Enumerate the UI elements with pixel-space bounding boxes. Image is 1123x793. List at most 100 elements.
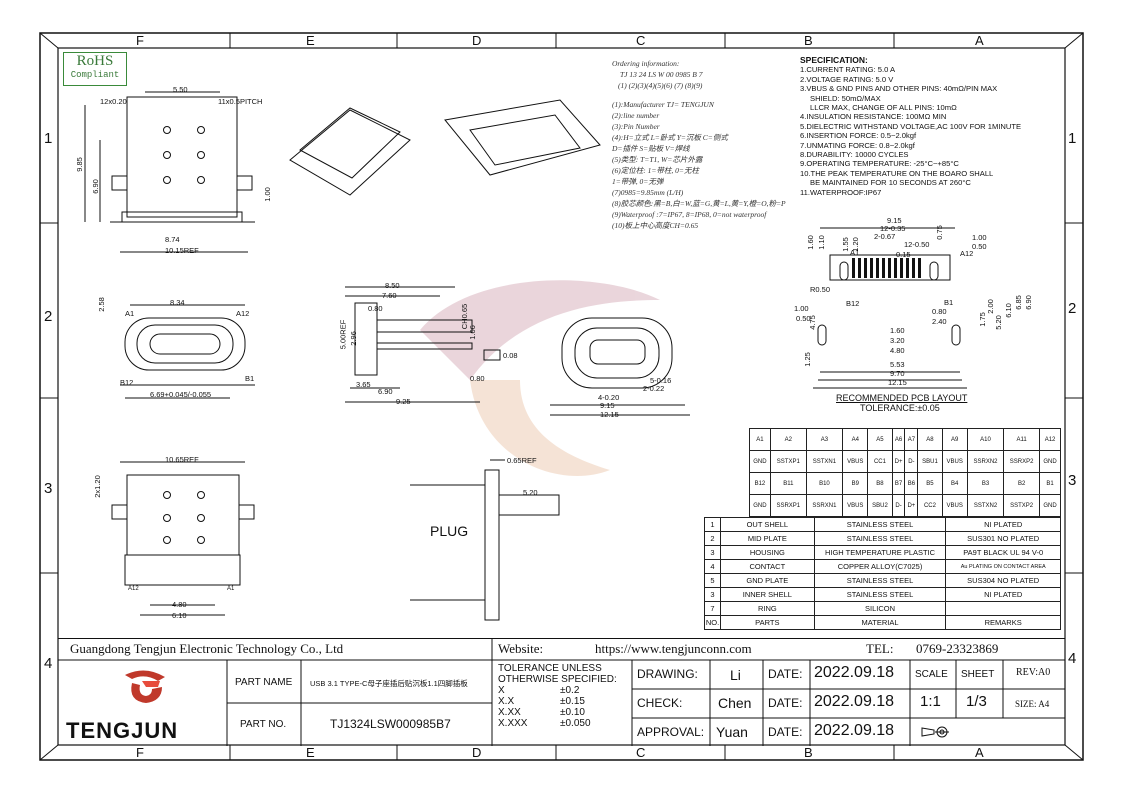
pcb-dim: 0.15	[896, 250, 911, 259]
spec-line: 9.OPERATING TEMPERATURE: -25°C~+85°C	[800, 159, 959, 169]
tolerance-block: TOLERANCE UNLESS OTHERWISE SPECIFIED: X±…	[498, 663, 628, 729]
pinout-cell: CC2	[917, 494, 943, 517]
bom-cell: CONTACT	[719, 559, 815, 574]
ordering-note: 1=带弹, 0=无弹	[612, 177, 664, 186]
pinout-cell: SSTXN1	[805, 450, 844, 473]
dim-label: 11x0.5PITCH	[218, 97, 263, 106]
pinout-cell: SSRXN2	[966, 450, 1005, 473]
pinout-cell: VBUS	[941, 494, 968, 517]
ordering-note: (7)0985=9.85mm (L/H)	[612, 188, 684, 197]
pcb-dim: 2.00	[985, 299, 995, 314]
drawing-label: DRAWING:	[637, 667, 698, 681]
zone-left-1: 1	[44, 130, 53, 147]
pcb-dim: 1.75	[977, 312, 987, 327]
spec-line: 8.DURABILITY: 10000 CYCLES	[800, 150, 909, 160]
dim-label: 6.69+0.045/-0.055	[150, 390, 212, 399]
check-label: CHECK:	[637, 696, 683, 710]
bom-cell: OUT SHELL	[719, 517, 815, 532]
bom-cell	[945, 601, 1061, 616]
pcb-dim: 6.90	[1023, 295, 1033, 310]
zone-right-1: 1	[1068, 130, 1077, 147]
paper-size: SIZE: A4	[1015, 699, 1050, 709]
dim-label: 0.80	[470, 374, 485, 383]
bom-cell: 3	[704, 587, 721, 602]
ordering-note: (3):Pin Number	[612, 122, 660, 131]
tel-number: 0769-23323869	[916, 641, 999, 656]
pinout-cell: CC1	[867, 450, 893, 473]
pcb-dim: 2-0.67	[874, 232, 896, 241]
pinout-cell: A12	[1039, 428, 1061, 451]
approval-date: 2022.09.18	[814, 722, 895, 739]
dim-label: 0.80	[368, 304, 383, 313]
pcb-dim: 3.20	[890, 336, 905, 345]
pinout-cell: VBUS	[842, 450, 869, 473]
pinout-cell: VBUS	[941, 450, 968, 473]
zone-top-c: C	[636, 33, 646, 48]
part-name-label: PART NAME	[235, 677, 293, 688]
rohs-badge: RoHS Compliant	[63, 52, 127, 86]
dim-label: 10.15REF	[165, 246, 199, 255]
tengjun-logo-icon	[125, 670, 165, 703]
bom-cell: MID PLATE	[719, 531, 815, 546]
bom-cell: SUS304 NO PLATED	[945, 573, 1061, 588]
pinout-cell: D+	[904, 494, 919, 517]
ordering-note: (1):Manufacturer TJ= TENGJUN	[612, 100, 714, 109]
zone-top-a: A	[975, 33, 984, 48]
pin-label: B1	[245, 374, 255, 383]
spec-line: 4.INSULATION RESISTANCE: 100MΩ MIN	[800, 112, 947, 122]
spec-line: 3.VBUS & GND PINS AND OTHER PINS: 40mΩ/P…	[800, 84, 998, 94]
dim-label: 2.96	[348, 331, 358, 346]
tel-label: TEL:	[866, 641, 894, 656]
pcb-dim: 1.10	[816, 235, 826, 250]
website-link[interactable]: https://www.tengjunconn.com	[595, 641, 752, 656]
rohs-title: RoHS	[76, 53, 114, 69]
zone-top-d: D	[472, 33, 482, 48]
zone-top-b: B	[804, 33, 813, 48]
part-no-label: PART NO.	[240, 719, 287, 730]
top-view-body	[126, 96, 238, 218]
sheet-value: 1/3	[966, 693, 987, 710]
zone-bottom-d: D	[472, 745, 482, 760]
pcb-dim: 9.70	[890, 369, 905, 378]
pinout-cell: B8	[867, 472, 893, 495]
dim-label: 6.90	[90, 179, 100, 194]
pinout-cell: B2	[1003, 472, 1041, 495]
pcb-dim: 1.20	[850, 237, 860, 252]
pcb-dim: 5.20	[993, 315, 1003, 330]
pinout-cell: B10	[805, 472, 844, 495]
bom-cell: NI PLATED	[945, 517, 1061, 532]
zone-bottom-c: C	[636, 745, 646, 760]
pinout-cell: A1	[749, 428, 771, 451]
ordering-note: (10)板上中心高度CH=0.65	[612, 221, 699, 230]
pinout-cell: A6	[891, 428, 906, 451]
dim-label: 6.10	[172, 611, 187, 620]
zone-bottom-a: A	[975, 745, 984, 760]
pinout-cell: B12	[749, 472, 771, 495]
ordering-note: (6)定位柱: 1=带柱, 0=无柱	[612, 166, 699, 175]
projection-symbol-icon	[921, 726, 949, 738]
pcb-dim: R0.50	[810, 285, 831, 294]
website-label: Website:	[498, 641, 544, 656]
rohs-subtitle: Compliant	[70, 70, 120, 80]
pin-label: A1	[850, 248, 860, 257]
pinout-cell: A4	[842, 428, 869, 451]
pinout-cell: GND	[749, 450, 771, 473]
pin-label: A1	[125, 309, 135, 318]
dim-label: 9.25	[396, 397, 411, 406]
bom-cell: SILICON	[813, 601, 947, 616]
dim-label: 6.90	[378, 387, 393, 396]
tol-key: X	[498, 685, 505, 696]
bom-cell: COPPER ALLOY(C7025)	[813, 559, 947, 574]
pcb-dim: 6.85	[1013, 295, 1023, 310]
pinout-cell: A5	[867, 428, 893, 451]
part-no-value: TJ1324LSW000985B7	[330, 717, 451, 731]
pinout-cell: SSRXN1	[805, 494, 844, 517]
bom-cell: STAINLESS STEEL	[813, 587, 947, 602]
